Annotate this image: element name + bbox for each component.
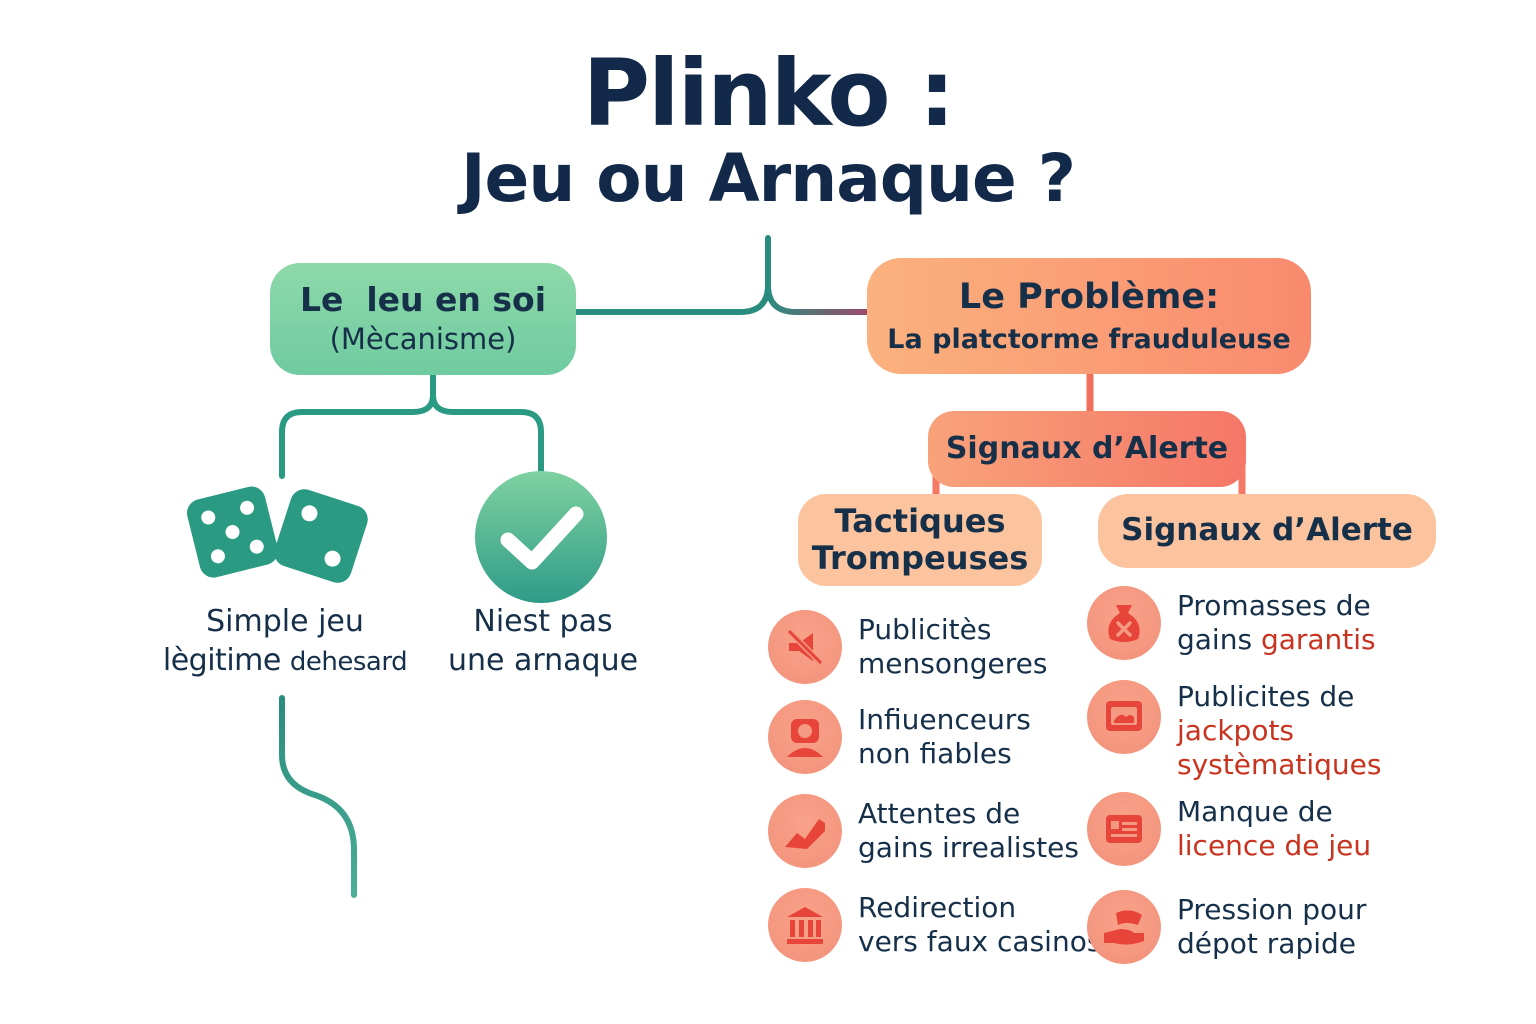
tactic-text: Attentes de gains irrealistes bbox=[858, 796, 1079, 864]
alert-text: Publicites de jackpots systèmatiques bbox=[1177, 680, 1382, 782]
page-title: Plinko : bbox=[582, 40, 956, 147]
signal-node: Signaux d’Alerte bbox=[928, 411, 1246, 487]
person-icon bbox=[768, 700, 842, 774]
alert-item: Publicites de jackpots systèmatiques bbox=[1087, 680, 1381, 782]
bank-icon bbox=[768, 888, 842, 962]
problem-node: Le Problème: La platctorme frauduleuse bbox=[867, 258, 1311, 374]
leaf-not-scam: Niest pas une arnaque bbox=[425, 602, 661, 680]
mechanism-node-subtitle: (Mècanisme) bbox=[329, 322, 517, 357]
page-subtitle: Jeu ou Arnaque ? bbox=[461, 140, 1076, 217]
left-tree-connector bbox=[279, 372, 436, 479]
tactics-node: Tactiques Trompeuses bbox=[798, 494, 1042, 586]
alert-text: Promasses de gains garantis bbox=[1177, 588, 1376, 656]
leaf-legit-game: Simple jeu lègitime dehesard bbox=[140, 602, 430, 680]
leaf-not-scam-line1: Niest pas bbox=[473, 604, 613, 639]
alert-item: Promasses de gains garantis bbox=[1087, 586, 1376, 660]
leaf-legit-line1: Simple jeu bbox=[206, 604, 364, 639]
tactic-item: Publicitès mensongeres bbox=[768, 610, 1047, 684]
license-card-icon bbox=[1087, 792, 1161, 866]
tactic-item: Redirection vers faux casinos bbox=[768, 888, 1101, 962]
checkmark-icon bbox=[475, 471, 607, 603]
tactic-text: Publicitès mensongeres bbox=[858, 612, 1048, 680]
tactic-text: Redirection vers faux casinos bbox=[858, 890, 1102, 958]
tactic-item: Infiuenceurs non fiables bbox=[768, 700, 1031, 774]
mechanism-node-title: Le leu en soi bbox=[299, 280, 547, 320]
tactics-node-line1: Tactiques bbox=[834, 502, 1006, 541]
slot-screen-icon bbox=[1087, 680, 1161, 754]
title-connector-right bbox=[765, 282, 871, 315]
tactics-node-line2: Trompeuses bbox=[811, 539, 1029, 577]
problem-node-subtitle: La platctorme frauduleuse bbox=[887, 323, 1291, 355]
alert-text: Manque de licence de jeu bbox=[1177, 794, 1372, 862]
tactic-text: Infiuenceurs non fiables bbox=[858, 702, 1031, 770]
mechanism-node: Le leu en soi (Mècanisme) bbox=[270, 263, 576, 375]
hand-money-icon bbox=[1087, 890, 1161, 964]
chart-icon bbox=[768, 794, 842, 868]
left-tree-connector-b bbox=[430, 392, 544, 475]
alerts-node: Signaux d’Alerte bbox=[1098, 494, 1436, 568]
alert-item: Pression pour dépot rapide bbox=[1087, 890, 1366, 964]
alert-item: Manque de licence de jeu bbox=[1087, 792, 1371, 866]
tactic-item: Attentes de gains irrealistes bbox=[768, 794, 1079, 868]
dice-icon bbox=[186, 486, 368, 583]
title-connector bbox=[573, 235, 771, 315]
alert-text: Pression pour dépot rapide bbox=[1177, 892, 1367, 960]
money-bag-icon bbox=[1087, 586, 1161, 660]
leaf-not-scam-line2: une arnaque bbox=[447, 643, 639, 678]
muted-megaphone-icon bbox=[768, 610, 842, 684]
leaf-legit-line2: lègitime dehesard bbox=[162, 643, 408, 678]
problem-node-title: Le Problème: bbox=[958, 277, 1220, 318]
s-curve-connector bbox=[279, 695, 357, 898]
